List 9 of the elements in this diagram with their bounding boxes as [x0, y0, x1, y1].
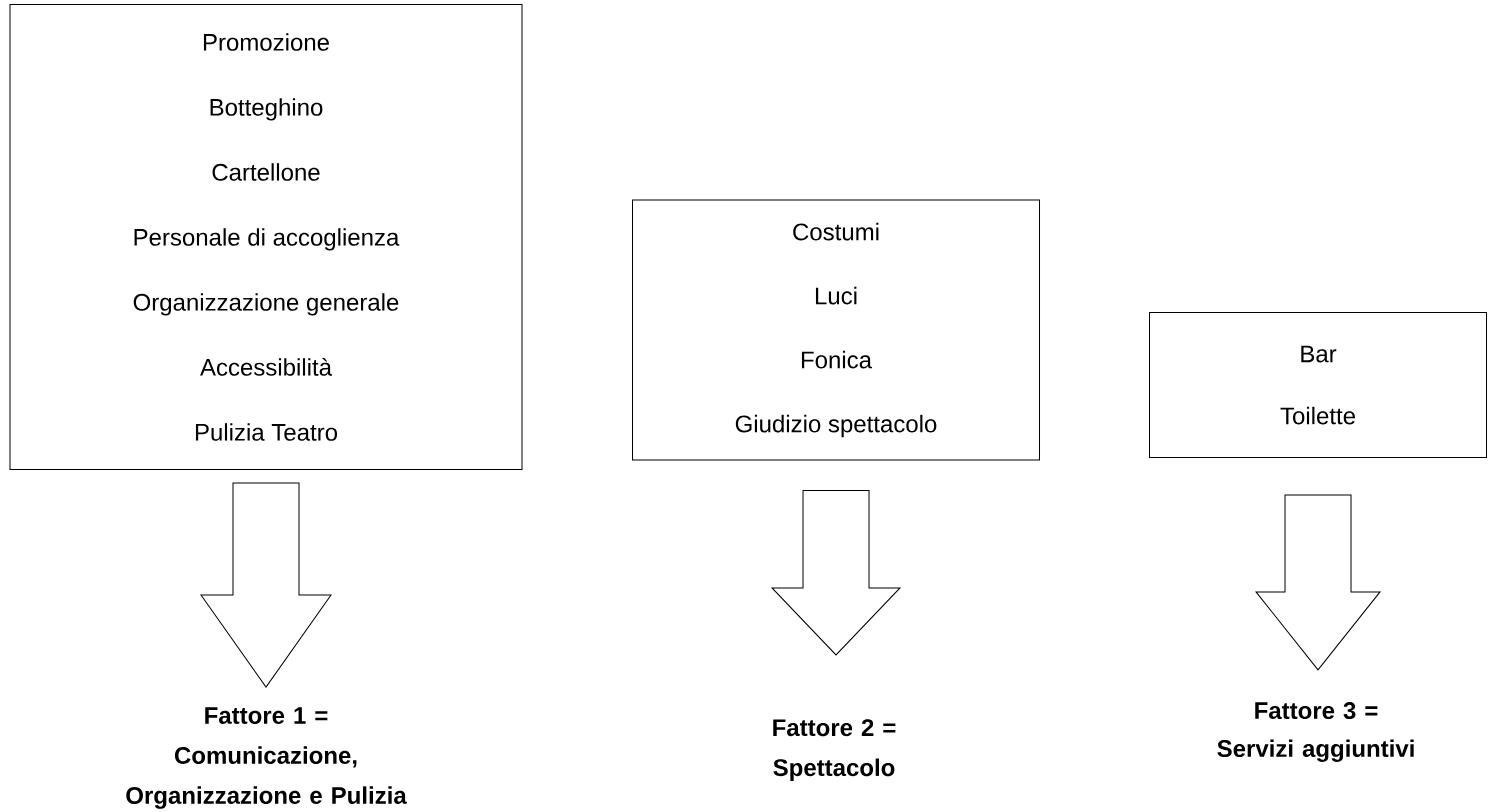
factor-label: Fattore 2 = Spettacolo: [773, 719, 896, 781]
factor-label: Fattore 1 = Comunicazione, Organizzazione e Pulizia: [126, 707, 407, 809]
block-arrow: [200, 482, 332, 688]
block-arrow: [771, 490, 901, 656]
factor-label: Fattore 3 = Servizi aggiuntivi: [1217, 702, 1414, 762]
category-box: Promozione Botteghino Cartellone Personale di accoglienza Organizzazione generale Accessibilità Pulizia Teatro: [9, 4, 523, 470]
category-box: Bar Toilette: [1149, 312, 1487, 458]
block-arrow: [1255, 494, 1381, 671]
category-box: Costumi Luci Fonica Giudizio spettacolo: [632, 199, 1040, 461]
